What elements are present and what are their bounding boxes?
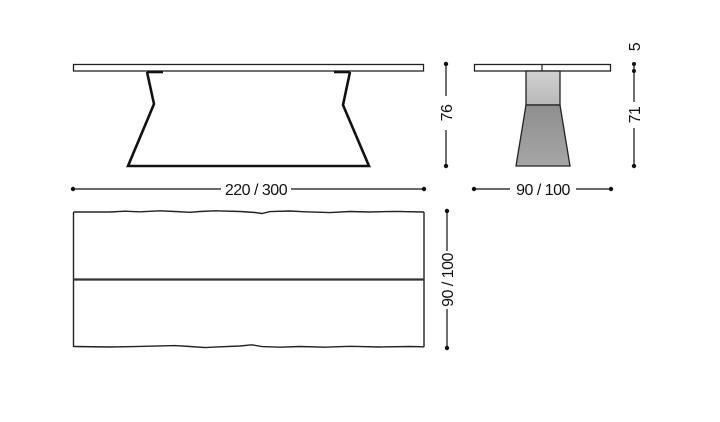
plan-view [72, 210, 425, 349]
front-base-frame [126, 71, 371, 168]
height-dimension-side: 5 71 [627, 42, 644, 169]
plan-top-live-edge [73, 210, 425, 215]
front-tabletop [72, 63, 425, 72]
side-base-upper [525, 70, 561, 106]
side-width-label: 90 / 100 [516, 182, 570, 199]
width-dimension-side: 90 / 100 [471, 182, 614, 199]
side-base-lower [515, 104, 571, 167]
length-label: 220 / 300 [225, 182, 288, 199]
height-dimension-front: 76 [439, 61, 456, 169]
plan-bottom-live-edge [73, 344, 425, 349]
height-label-76: 76 [439, 104, 456, 121]
front-view [72, 63, 425, 168]
side-view [473, 63, 612, 167]
base-height-label: 71 [627, 106, 644, 123]
plan-depth-label: 90 / 100 [440, 252, 457, 306]
depth-dimension-plan: 90 / 100 [440, 208, 457, 351]
top-thickness-label: 5 [627, 42, 644, 51]
length-dimension: 220 / 300 [70, 182, 427, 199]
